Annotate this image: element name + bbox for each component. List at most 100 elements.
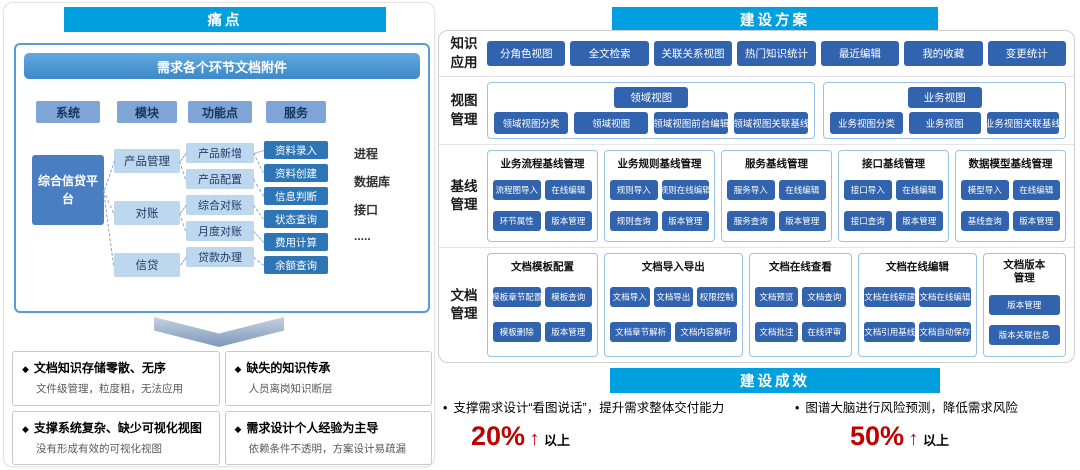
feature-button: 文档在线编辑 [919,287,971,308]
feature-button: 接口导入 [844,180,892,201]
feature-button: 我的收藏 [904,41,983,66]
connector-line [253,205,264,220]
pain-point-card: ◆ 文档知识存储零散、无序 文件级管理，粒度粗，无法应用 [12,351,220,406]
pain-point-desc: 依赖条件不透明，方案设计易疏漏 [248,442,407,455]
group-title: 文档模板配置 [511,261,574,273]
result-text-content: 支撑需求设计“看图说话”，提升需求整体交付能力 [453,401,725,415]
feature-button: 分角色视图 [487,41,566,66]
pain-title-text: 支撑系统复杂、缺少可视化视图 [33,420,202,435]
connector-line [104,160,116,191]
feature-button: 版本管理 [544,210,592,231]
group-title: 服务基线管理 [745,158,808,170]
up-arrow-icon: ↑ [529,428,540,451]
bullet-icon: • [795,401,800,415]
feature-button: 在线评审 [802,321,847,342]
feature-button: 基线查询 [961,210,1009,231]
row-label-baseline: 基线管理 [450,178,478,212]
group-buttons: 模板章节配置 模板查询 模板删除 版本管理 [493,277,592,352]
group-title: 业务流程基线管理 [500,158,585,170]
feature-button: 规则导入 [610,180,658,201]
result-metric: 20% ↑ 以上 [471,421,793,452]
feature-button: 接口查询 [844,210,892,231]
feature-button: 模板删除 [493,321,541,342]
group-doc-template: 文档模板配置 模板章节配置 模板查询 模板删除 版本管理 [487,253,598,357]
connector-line [253,153,264,174]
pain-point-card: ◆ 支撑系统复杂、缺少可视化视图 没有形成有效的可视化视图 [12,410,220,465]
feature-button: 热门知识统计 [737,41,816,66]
extra-label: 数据库 [354,175,391,189]
metric-suffix: 以上 [543,433,570,449]
pain-point-desc: 文件级管理，粒度粗，无法应用 [36,383,183,395]
knowledge-buttons: 分角色视图 全文检索 关联关系视图 热门知识统计 最近编辑 我的收藏 变更统计 [487,36,1066,71]
bullet-icon: • [443,401,448,415]
diamond-bullet-icon: ◆ [234,364,242,374]
group-title: 数据模型基线管理 [968,158,1053,170]
pain-title-text: 文档知识存储零散、无序 [33,361,166,375]
feature-button: 版本管理 [1012,210,1060,231]
group-doc-online-view: 文档在线查看 文档预览 文档查询 文档批注 在线评审 [748,253,853,357]
group-buttons: 服务导入 在线编辑 服务查询 版本管理 [727,174,826,237]
group-buttons: 文档预览 文档查询 文档批注 在线评审 [754,277,847,352]
group-buttons: 流程图导入 在线编辑 环节属性 版本管理 [493,174,592,237]
pain-points-grid: ◆ 文档知识存储零散、无序 文件级管理，粒度粗，无法应用 ◆ 缺失的知识传承 人… [12,351,432,465]
extra-label: 进程 [354,147,379,161]
feature-button: 全文检索 [570,41,649,66]
feature-button: 关联关系视图 [653,41,733,66]
feature-button: 在线编辑 [1012,180,1060,201]
pain-point-title: ◆ 缺失的知识传承 [235,359,423,376]
group-title: 文档版本管理 [1003,259,1046,285]
service-box: 费用计算 [264,233,328,251]
function-box: 产品配置 [186,169,254,189]
diamond-bullet-icon: ◆ [22,364,29,374]
metric-value: 20% [471,421,526,452]
feature-button: 服务查询 [727,210,775,231]
feature-button: 在线编辑 [895,180,943,201]
feature-button: 模板查询 [544,287,592,308]
feature-button: 环节属性 [493,210,541,231]
feature-button: 领域视图 [574,112,649,134]
group-rule-baseline: 业务规则基线管理 规则导入 规则在线编辑 规则查询 版本管理 [604,150,715,242]
service-box: 余额查询 [264,256,328,274]
metric-value: 50% [850,421,905,452]
connector-line [254,150,264,154]
pain-point-card: ◆ 缺失的知识传承 人员离岗知识断层 [224,351,432,406]
feature-button: 文档在线新建 [864,287,916,308]
connector-line [179,161,186,180]
pain-point-desc: 人员离岗知识断层 [248,383,333,395]
feature-button: 文档导入 [610,287,650,308]
group-service-baseline: 服务基线管理 服务导入 在线编辑 服务查询 版本管理 [721,150,832,242]
feature-button: 文档章节解析 [610,321,672,342]
feature-button: 版本管理 [544,321,592,342]
connector-line [253,231,265,243]
feature-button: 文档内容解析 [675,321,737,342]
group-buttons: 文档在线新建 文档在线编辑 文档引用基线 文档自动保存 [864,277,971,352]
feature-button: 领域视图分类 [494,112,569,134]
feature-button: 文档查询 [802,287,847,308]
group-buttons: 模型导入 在线编辑 基线查询 版本管理 [961,174,1060,237]
feature-button: 业务视图关联基线 [986,112,1059,134]
row-knowledge-application: 知识应用 分角色视图 全文检索 关联关系视图 热门知识统计 最近编辑 我的收藏 … [439,31,1074,77]
group-process-baseline: 业务流程基线管理 流程图导入 在线编辑 环节属性 版本管理 [487,150,598,242]
row-label-knowledge: 知识应用 [450,36,478,70]
row-label-document: 文档管理 [450,287,478,321]
pain-title-text: 缺失的知识传承 [246,361,331,375]
group-buttons: 文档导入 文档导出 权限控制 文档章节解析 文档内容解析 [610,277,737,352]
connector-line [253,257,265,266]
col-header-function: 功能点 [188,101,252,123]
group-interface-baseline: 接口基线管理 接口导入 在线编辑 接口查询 版本管理 [838,150,949,242]
feature-button: 版本关联信息 [988,325,1060,346]
function-box: 综合对账 [186,195,254,215]
row-label-view: 视图管理 [450,93,478,127]
connector-line [253,179,265,197]
feature-button: 模型导入 [961,180,1009,201]
group-buttons: 领域视图分类 领域视图 领域视图前台编辑 领域视图关联基线 [494,112,809,134]
pain-panel: 需求各个环节文档附件 系统 模块 功能点 服务 综合信贷平台 产品管理 对账 信… [3,2,435,467]
row-baseline-management: 基线管理 业务流程基线管理 流程图导入 在线编辑 环节属性 版本管理 业务规则基… [439,145,1074,248]
feature-button: 业务视图分类 [830,112,903,134]
feature-button: 业务视图 [908,112,981,134]
feature-button: 文档预览 [754,287,799,308]
result-item: • 图谱大脑进行风险预测，降低需求风险 50% ↑ 以上 [795,400,1080,452]
pain-point-title: ◆ 文档知识存储零散、无序 [22,359,210,376]
service-box: 资料录入 [264,141,328,159]
feature-button: 服务导入 [727,180,775,201]
